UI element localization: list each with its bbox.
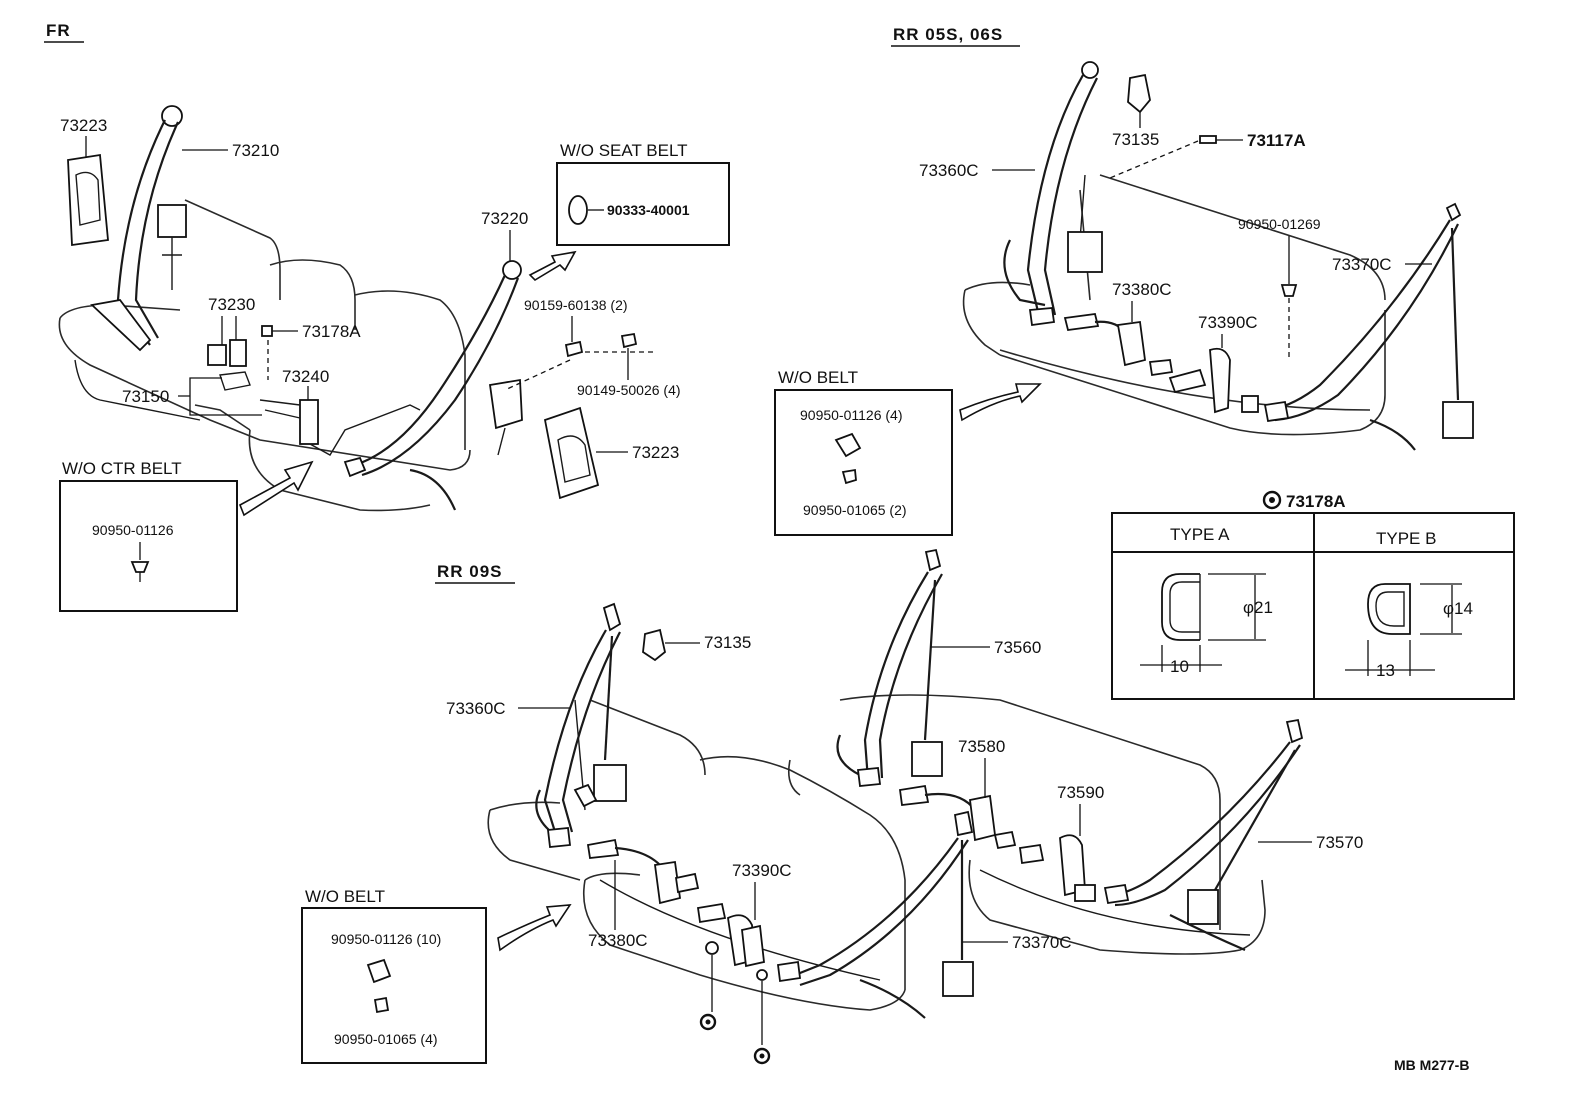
label-73380c-upper: 73380C [1112, 280, 1172, 299]
rr0506-labels: 73135 73117A 73360C 90950-01269 73370C 7… [919, 112, 1432, 348]
footer-code: MB M277-B [1394, 1057, 1469, 1073]
part-90950-01065-4: 90950-01065 (4) [334, 1031, 438, 1047]
clip-icon [130, 561, 150, 573]
label-73370c-upper: 73370C [1332, 255, 1392, 274]
type-a-shape [1161, 573, 1200, 641]
types-table-73178a: 73178A TYPE A TYPE B φ21 10 φ14 13 [1111, 490, 1515, 700]
label-73210: 73210 [232, 141, 279, 160]
label-90149-50026: 90149-50026 (4) [577, 382, 681, 398]
type-a-title: TYPE A [1170, 525, 1230, 544]
fr-front-seat-drawing [58, 105, 655, 517]
label-73380c-lower: 73380C [588, 931, 648, 950]
label-73580: 73580 [958, 737, 1005, 756]
section-rr09-text: RR 09S [437, 562, 503, 581]
box-wo-seat-belt: W/O SEAT BELT 90333-40001 [556, 141, 730, 246]
clip-icon [366, 958, 392, 984]
part-90950-01126-4: 90950-01126 (4) [800, 407, 902, 423]
clip-icon [834, 432, 862, 458]
label-73390c-lower: 73390C [732, 861, 792, 880]
wo-seat-belt-title: W/O SEAT BELT [560, 141, 688, 160]
label-73370c-lower: 73370C [1012, 933, 1072, 952]
plug-icon [568, 195, 588, 225]
label-73360c-upper: 73360C [919, 161, 979, 180]
label-73117a: 73117A [1247, 131, 1306, 150]
label-73178a-fr: 73178A [302, 322, 361, 341]
part-90950-01126-10: 90950-01126 (10) [331, 931, 441, 947]
type-b-width: 13 [1376, 661, 1395, 680]
rr09-seat-drawing [487, 548, 1304, 1065]
wo-ctr-belt-title: W/O CTR BELT [62, 459, 182, 478]
label-90159-60138: 90159-60138 (2) [524, 297, 628, 313]
type-b-title: TYPE B [1376, 529, 1436, 548]
label-73135-lower: 73135 [704, 633, 751, 652]
type-a-diameter: φ21 [1243, 598, 1273, 617]
label-73223-left: 73223 [60, 116, 107, 135]
section-rr0506-text: RR 05S, 06S [893, 25, 1003, 44]
label-73150: 73150 [122, 387, 169, 406]
label-73570: 73570 [1316, 833, 1363, 852]
plug-icon [841, 468, 857, 485]
label-73223-right: 73223 [632, 443, 679, 462]
section-fr-text: FR [46, 21, 71, 40]
box-wo-belt-1: W/O BELT 90950-01126 (4) 90950-01065 (2) [774, 368, 953, 536]
label-73220: 73220 [481, 209, 528, 228]
types-table-header: 73178A [1286, 492, 1346, 511]
wo-belt-1-title: W/O BELT [778, 368, 858, 387]
section-heading-rr-05s-06s: RR 05S, 06S [891, 25, 1020, 47]
type-a-width: 10 [1170, 657, 1189, 676]
box-wo-belt-2: W/O BELT 90950-01126 (10) 90950-01065 (4… [301, 887, 487, 1064]
section-heading-rr-09s: RR 09S [435, 562, 515, 584]
plug-icon [373, 996, 390, 1014]
part-90950-01126-ctr: 90950-01126 [92, 522, 174, 538]
part-90950-01065-2: 90950-01065 (2) [803, 502, 907, 518]
fr-labels: 73223 73210 73230 73178A 73240 73150 732… [60, 116, 681, 462]
part-90333-40001: 90333-40001 [607, 202, 690, 218]
label-73590: 73590 [1057, 783, 1104, 802]
label-73135-upper: 73135 [1112, 130, 1159, 149]
rr09-labels: 73135 73360C 73560 73580 73590 73570 733… [446, 633, 1363, 952]
label-73390c-upper: 73390C [1198, 313, 1258, 332]
label-73560: 73560 [994, 638, 1041, 657]
label-73230: 73230 [208, 295, 255, 314]
box-wo-ctr-belt: W/O CTR BELT 90950-01126 [59, 459, 238, 612]
wo-belt-2-title: W/O BELT [305, 887, 385, 906]
label-90950-01269: 90950-01269 [1238, 216, 1321, 232]
label-73360c-lower: 73360C [446, 699, 506, 718]
type-b-diameter: φ14 [1443, 599, 1473, 618]
label-73240: 73240 [282, 367, 329, 386]
section-heading-fr: FR [44, 21, 84, 43]
rr0506-seat-drawing [959, 61, 1474, 451]
